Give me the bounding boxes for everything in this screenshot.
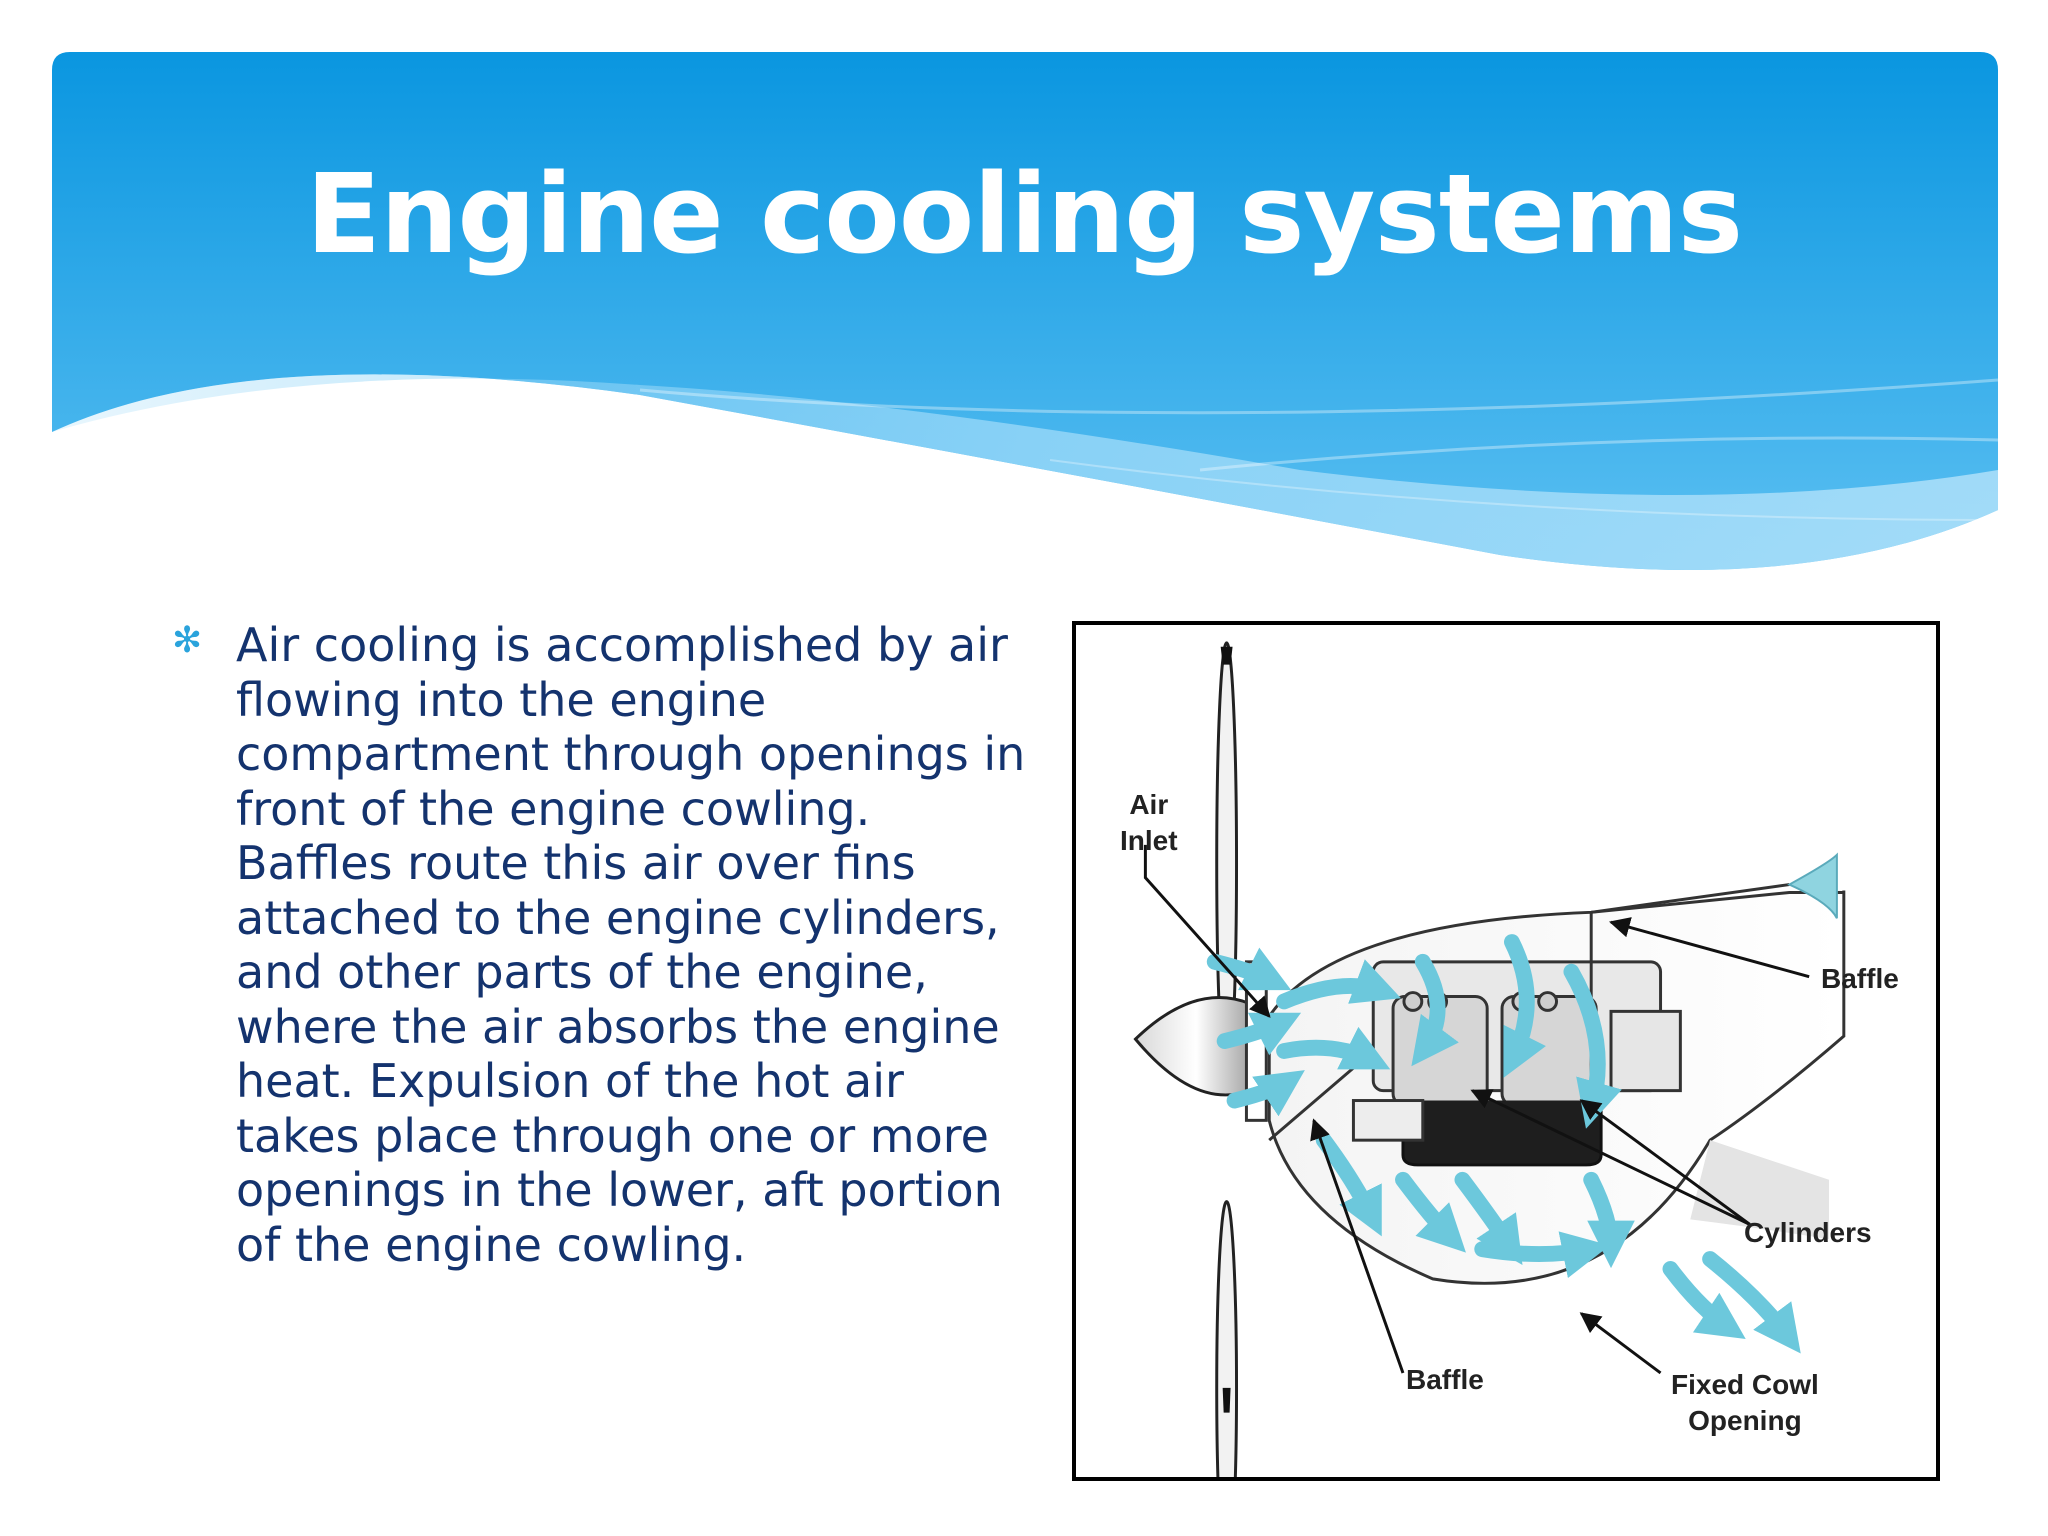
label-fixed-cowl-opening: Fixed Cowl Opening: [1671, 1367, 1819, 1439]
label-cylinders: Cylinders: [1744, 1217, 1872, 1248]
label-baffle-top: Baffle: [1821, 963, 1899, 994]
label-air-inlet: Air Inlet: [1120, 787, 1178, 859]
label-fixed-cowl-line1: Fixed Cowl: [1671, 1369, 1819, 1400]
label-fixed-cowl-line2: Opening: [1688, 1405, 1802, 1436]
engine-illustration: [1133, 641, 1846, 1477]
slide-title: Engine cooling systems: [305, 150, 1743, 278]
label-air-inlet-line1: Air: [1129, 789, 1169, 820]
bullet-text: Air cooling is accomplished by air flowi…: [236, 618, 1026, 1272]
asterisk-bullet-icon: ✻: [172, 620, 203, 661]
label-baffle-bottom: Baffle: [1406, 1364, 1484, 1395]
header-banner: [52, 52, 1999, 570]
bullet-list: ✻ Air cooling is accomplished by air flo…: [172, 618, 1032, 1272]
label-air-inlet-line2: Inlet: [1120, 825, 1178, 856]
bullet-item: ✻ Air cooling is accomplished by air flo…: [172, 618, 1032, 1272]
engine-cooling-diagram: Air Inlet Baffle Cylinders Baffle Fixed …: [1072, 621, 1940, 1481]
